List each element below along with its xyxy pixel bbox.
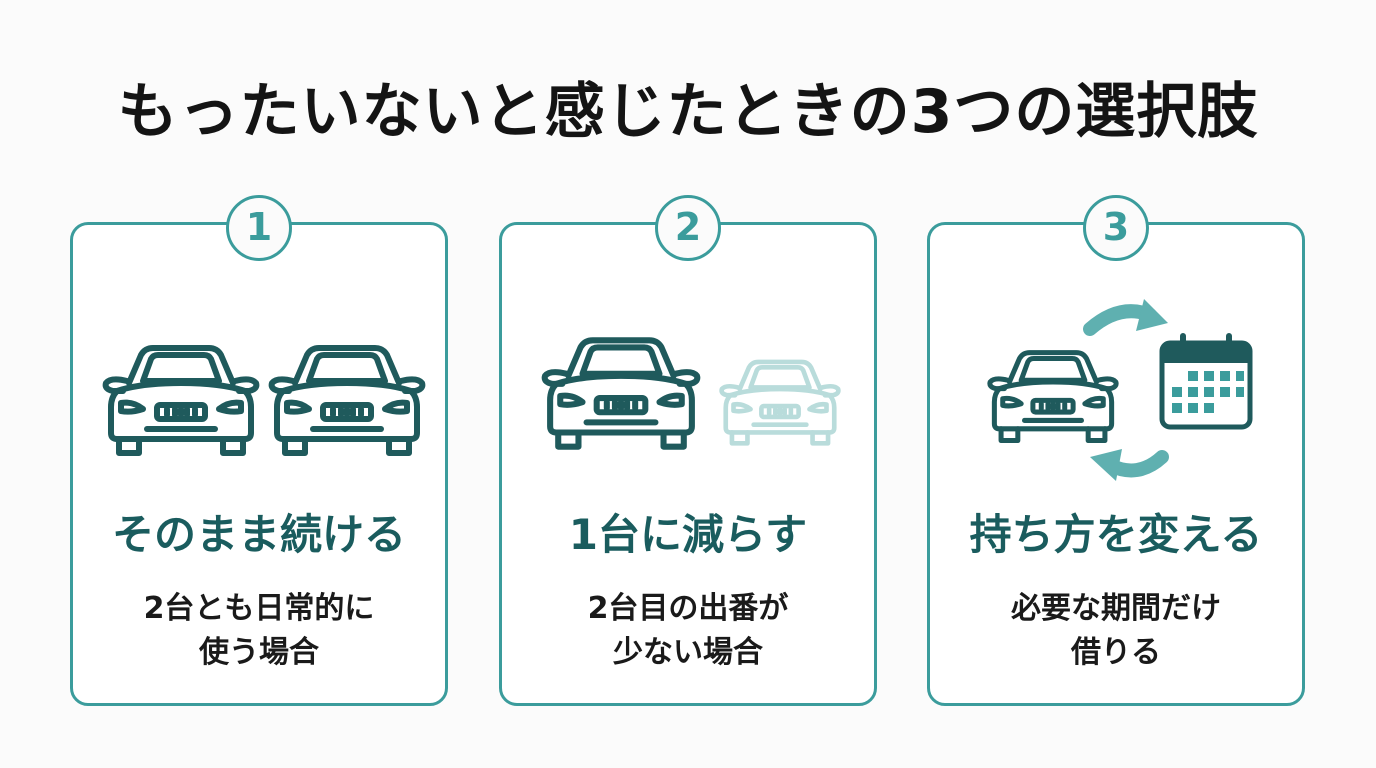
car-icon [106,348,257,453]
option-illustration [502,293,874,493]
option-number-badge: 3 [1083,195,1149,261]
description-line: 使う場合 [199,635,319,670]
option-heading: 1台に減らす [568,510,808,559]
page-title: もったいないと感じたときの3つの選択肢 [117,77,1259,147]
option-card-1: 1 そのまま続ける 2台とも日常的に 使う場合 [70,195,448,706]
option-card-3: 3 [927,195,1305,706]
car-icon [545,340,698,446]
option-illustration [930,293,1302,493]
calendar-icon [1159,333,1253,430]
option-description: 必要な期間だけ 借りる [930,587,1302,675]
description-line: 2台とも日常的に [143,591,375,626]
description-line: 少ない場合 [613,635,763,670]
option-heading: そのまま続ける [111,510,406,559]
car-icon [990,353,1116,441]
option-number-badge: 2 [655,195,721,261]
option-description: 2台とも日常的に 使う場合 [73,587,445,675]
option-description: 2台目の出番が 少ない場合 [502,587,874,675]
option-heading: 持ち方を変える [969,510,1263,559]
option-number-badge: 1 [226,195,292,261]
car-icon [272,348,423,453]
option-illustration [73,293,445,493]
option-card-2: 2 1台に減らす 2台目の出番が 少ない場合 [499,195,877,706]
description-line: 借りる [1071,635,1161,670]
faded-car-icon [722,362,839,443]
description-line: 2台目の出番が [587,591,789,626]
cycle-arrow-icon [1083,299,1169,481]
description-line: 必要な期間だけ [1011,591,1221,626]
